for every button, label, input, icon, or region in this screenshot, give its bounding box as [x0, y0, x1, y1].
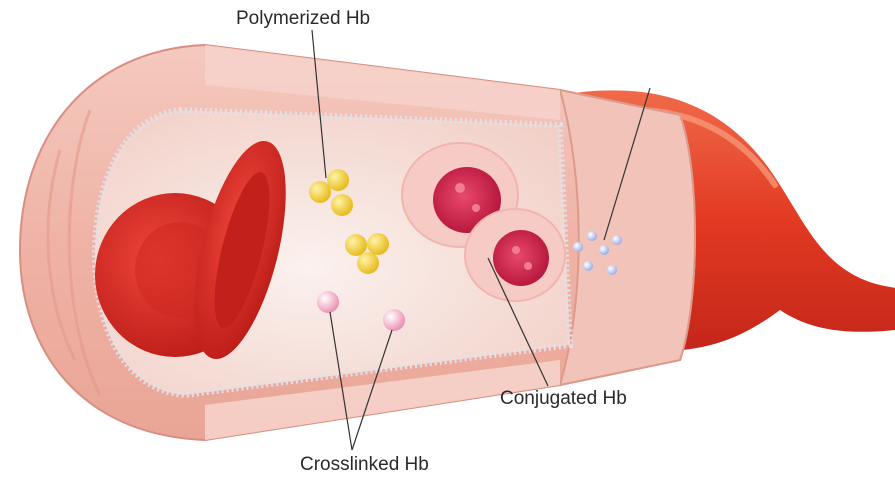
label-polymerized-hb: Polymerized Hb	[236, 8, 370, 30]
label-crosslinked-hb: Crosslinked Hb	[300, 454, 429, 476]
vessel-cut-face	[560, 90, 695, 385]
label-conjugated-hb: Conjugated Hb	[500, 388, 627, 410]
